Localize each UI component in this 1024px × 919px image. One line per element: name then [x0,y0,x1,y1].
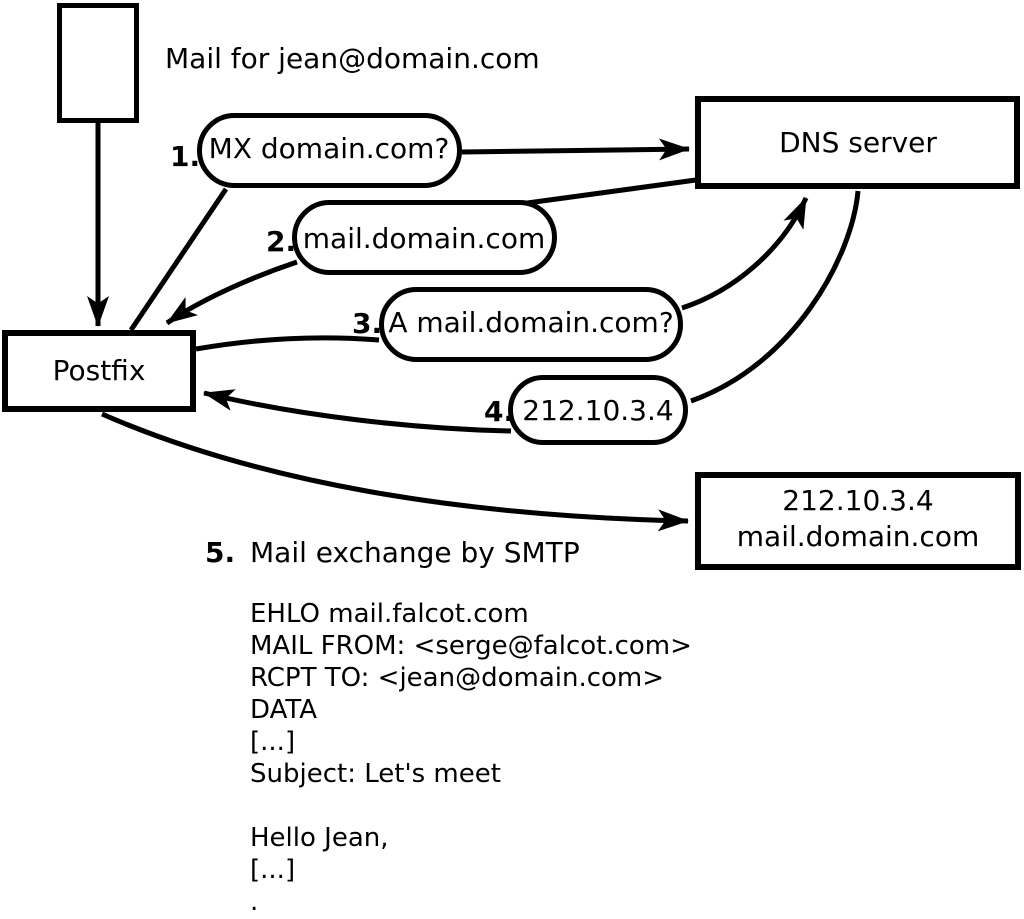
smtp-session-block: EHLO mail.falcot.com MAIL FROM: <serge@f… [250,599,692,917]
step3-label: A mail.domain.com? [388,306,673,339]
mail-server-box [695,472,1021,570]
connector-dns-to-step4 [690,190,861,404]
step2-pill [292,200,557,275]
arrow-step1-query-to-dns [461,138,690,161]
step4-pill [508,375,688,445]
connector-postfix-to-step3 [195,335,380,352]
step2-number: 2. [266,225,296,258]
smtp-line: DATA [250,695,317,725]
step1-label: MX domain.com? [209,132,450,165]
arrow-smtp-to-mail-server [100,411,689,532]
smtp-line: Subject: Let's meet [250,759,501,789]
smtp-line: MAIL FROM: <serge@falcot.com> [250,631,692,661]
mail-message-box [57,3,139,123]
step1-number: 1. [170,140,200,173]
postfix-label: Postfix [53,354,146,387]
smtp-line: EHLO mail.falcot.com [250,599,529,629]
smtp-line: [...] [250,855,295,885]
postfix-box [2,330,196,412]
smtp-line: . [250,887,258,917]
step1-pill [197,113,462,188]
dns-server-label: DNS server [779,126,937,159]
arrow-step4-response-to-postfix [203,389,512,434]
mail-note: Mail for jean@domain.com [165,42,540,75]
connector-dns-to-step2 [519,177,697,207]
step5-number: 5. [205,536,235,569]
mail-server-hostname: mail.domain.com [737,520,979,553]
smtp-line: RCPT TO: <jean@domain.com> [250,663,664,693]
step4-number: 4. [484,395,514,428]
step2-label: mail.domain.com [303,222,545,255]
dns-server-box [695,96,1020,189]
smtp-line: [...] [250,727,295,757]
connector-postfix-to-step1 [128,187,229,332]
step3-number: 3. [352,307,382,340]
smtp-line: Hello Jean, [250,823,389,853]
arrow-step2-response-to-postfix [165,259,298,326]
arrow-step3-query-to-dns [681,196,809,311]
step4-label: 212.10.3.4 [522,394,673,427]
step3-pill [379,287,683,362]
mail-server-ip: 212.10.3.4 [782,484,933,517]
step5-label: Mail exchange by SMTP [250,536,580,569]
